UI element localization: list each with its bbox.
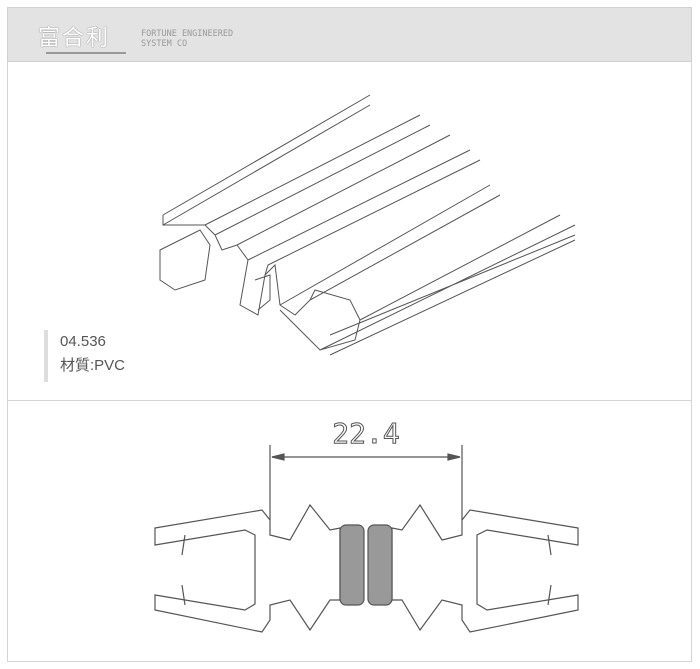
dimension-arrows: [271, 453, 461, 461]
product-material: 材質:PVC: [60, 357, 126, 374]
company-name: FORTUNE ENGINEERED SYSTEM CO: [141, 29, 233, 49]
company-line1: FORTUNE ENGINEERED: [141, 29, 234, 39]
logo-chars: 富合利: [38, 26, 111, 51]
header: 富合利 FORTUNE ENGINEERED SYSTEM CO: [7, 7, 692, 62]
dimension-value: 22.4: [332, 417, 399, 450]
profile-left: [154, 503, 341, 633]
logo-underline: [46, 52, 126, 54]
product-info: 04.536 材質:PVC: [44, 330, 125, 382]
profile-3d: [159, 94, 576, 356]
company-logo: 富合利: [38, 16, 128, 56]
section-divider: [7, 400, 692, 401]
company-line2: SYSTEM CO: [141, 39, 188, 49]
magnet-strip-right: [367, 524, 393, 606]
magnet-strip-left: [339, 524, 365, 606]
product-code: 04.536: [60, 333, 106, 350]
profile-right: [391, 503, 579, 633]
